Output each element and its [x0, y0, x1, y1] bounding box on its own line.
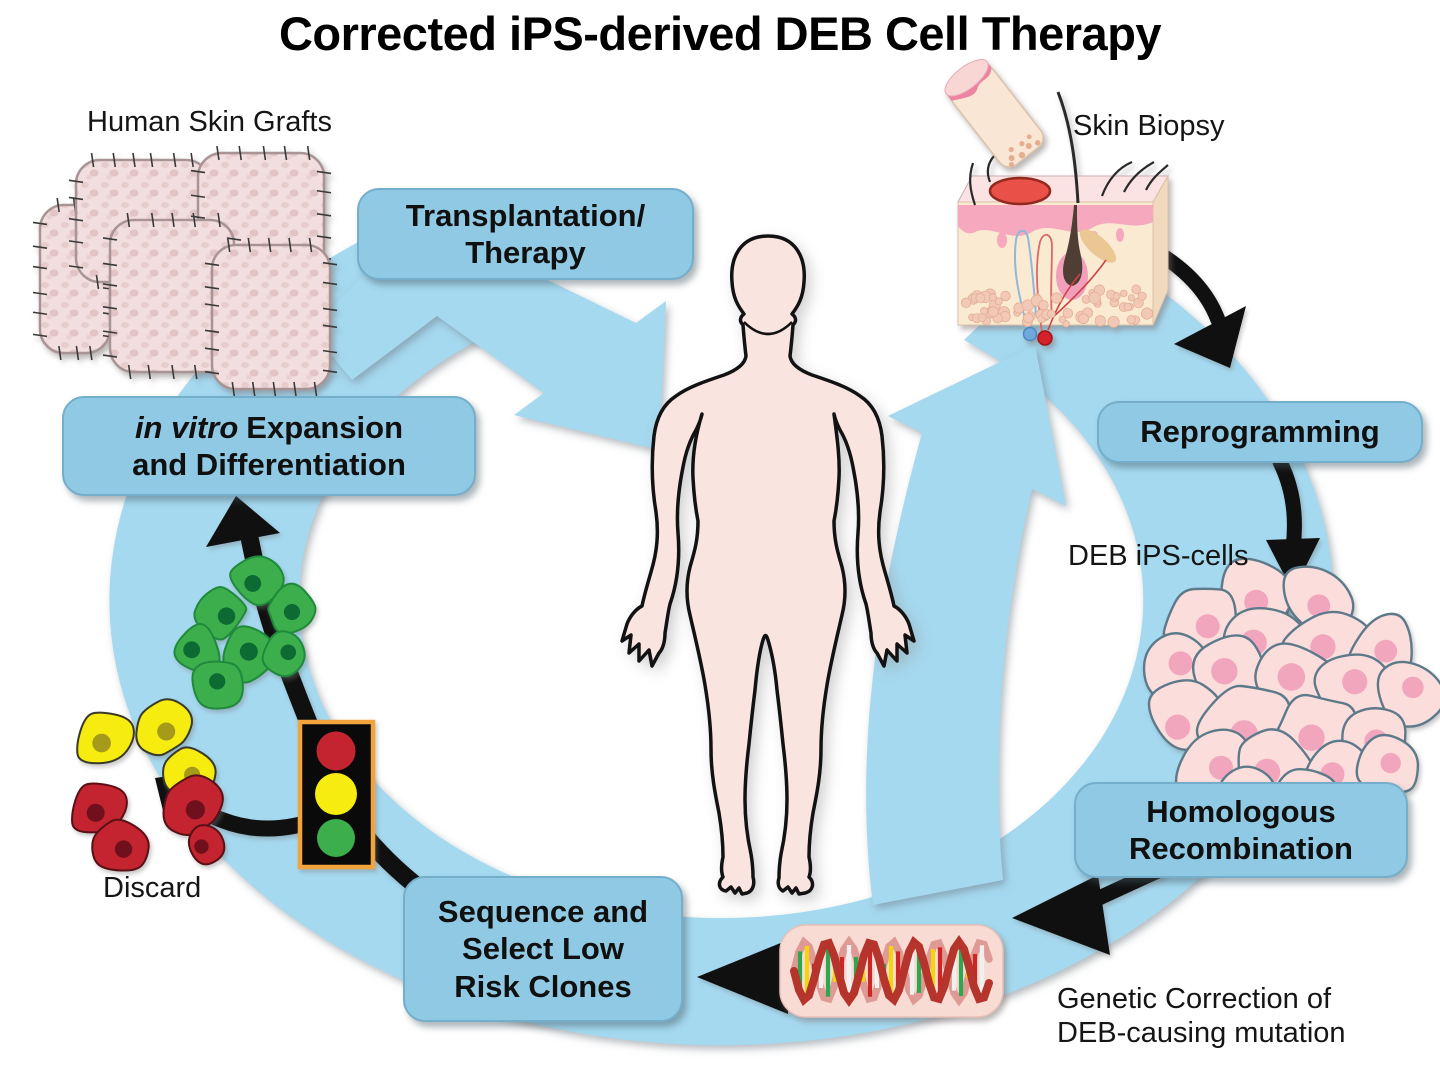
step-transplantation-line1: Transplantation/: [405, 197, 646, 233]
label-skin-biopsy: Skin Biopsy: [1073, 110, 1225, 142]
arrowhead: [1266, 538, 1320, 592]
skin-cross-section-block: [957, 91, 1169, 346]
skin-graft-patch: [102, 212, 242, 380]
step-reprogramming: Reprogramming: [1097, 401, 1423, 463]
skin-graft-patches: [32, 145, 338, 397]
cycle-ring-band: [109, 207, 1334, 1046]
label-human-skin-grafts: Human Skin Grafts: [87, 106, 332, 138]
label-deb-ips-cells: DEB iPS-cells: [1068, 540, 1249, 572]
label-genetic-correction: Genetic Correction of DEB-causing mutati…: [1057, 982, 1346, 1050]
ips-cell-cluster: [1142, 557, 1440, 836]
traffic-light: [297, 719, 376, 870]
artery-end: [1037, 330, 1053, 346]
hairs: [969, 91, 1169, 206]
arrowhead: [1012, 875, 1110, 955]
step-invitro-italic: in vitro: [134, 409, 239, 445]
arrowhead: [697, 940, 788, 1014]
traffic-green-light: [317, 819, 355, 857]
arrow-reprogramming-to-cells: [1272, 454, 1302, 556]
discard-cell-cluster: [71, 698, 226, 872]
diagram-title: Corrected iPS-derived DEB Cell Therapy: [278, 7, 1162, 60]
step-invitro-line1-rest: Expansion: [246, 409, 404, 445]
human-body-figure: [620, 234, 916, 896]
step-sequence-select: Sequence and Select Low Risk Clones: [403, 876, 683, 1022]
sebaceous-gland: [1079, 229, 1117, 263]
skin-graft-patch: [204, 237, 338, 397]
hair-follicle: [1063, 205, 1083, 286]
blue-arrow-to-biopsy: [866, 345, 1066, 905]
step-invitro-line2: and Differentiation: [132, 447, 406, 482]
dna-double-helix: [779, 924, 1004, 1018]
label-discard: Discard: [103, 872, 202, 904]
arrowhead: [1174, 306, 1246, 368]
traffic-red-light: [316, 731, 356, 771]
traffic-yellow-light: [315, 773, 357, 815]
green-cell-cluster: [173, 555, 317, 710]
label-genetic-correction-line1: Genetic Correction of: [1057, 983, 1332, 1015]
subcutaneous-fat: [960, 284, 1154, 328]
step-homologous-line2: Recombination: [1129, 831, 1353, 866]
chin-line: [743, 321, 793, 336]
step-transplantation-line2: Therapy: [465, 235, 586, 270]
arrowhead: [206, 496, 280, 547]
vessels: [1013, 229, 1107, 335]
step-transplantation: Transplantation/ Therapy: [357, 188, 694, 280]
step-sequence-line3: Risk Clones: [454, 968, 632, 1004]
biopsy-punch-cylinder: [944, 59, 1044, 168]
step-homologous-recombination: Homologous Recombination: [1074, 782, 1408, 878]
step-homologous-line1: Homologous: [1146, 793, 1336, 829]
step-sequence-line1: Sequence and: [437, 894, 649, 930]
step-reprogramming-label: Reprogramming: [1140, 414, 1380, 450]
biopsy-wound-spot: [988, 176, 1052, 206]
label-genetic-correction-line2: DEB-causing mutation: [1057, 1017, 1346, 1050]
step-sequence-line2: Select Low: [462, 931, 624, 967]
dermis-band: [958, 205, 1153, 236]
vein-end: [1022, 326, 1038, 342]
